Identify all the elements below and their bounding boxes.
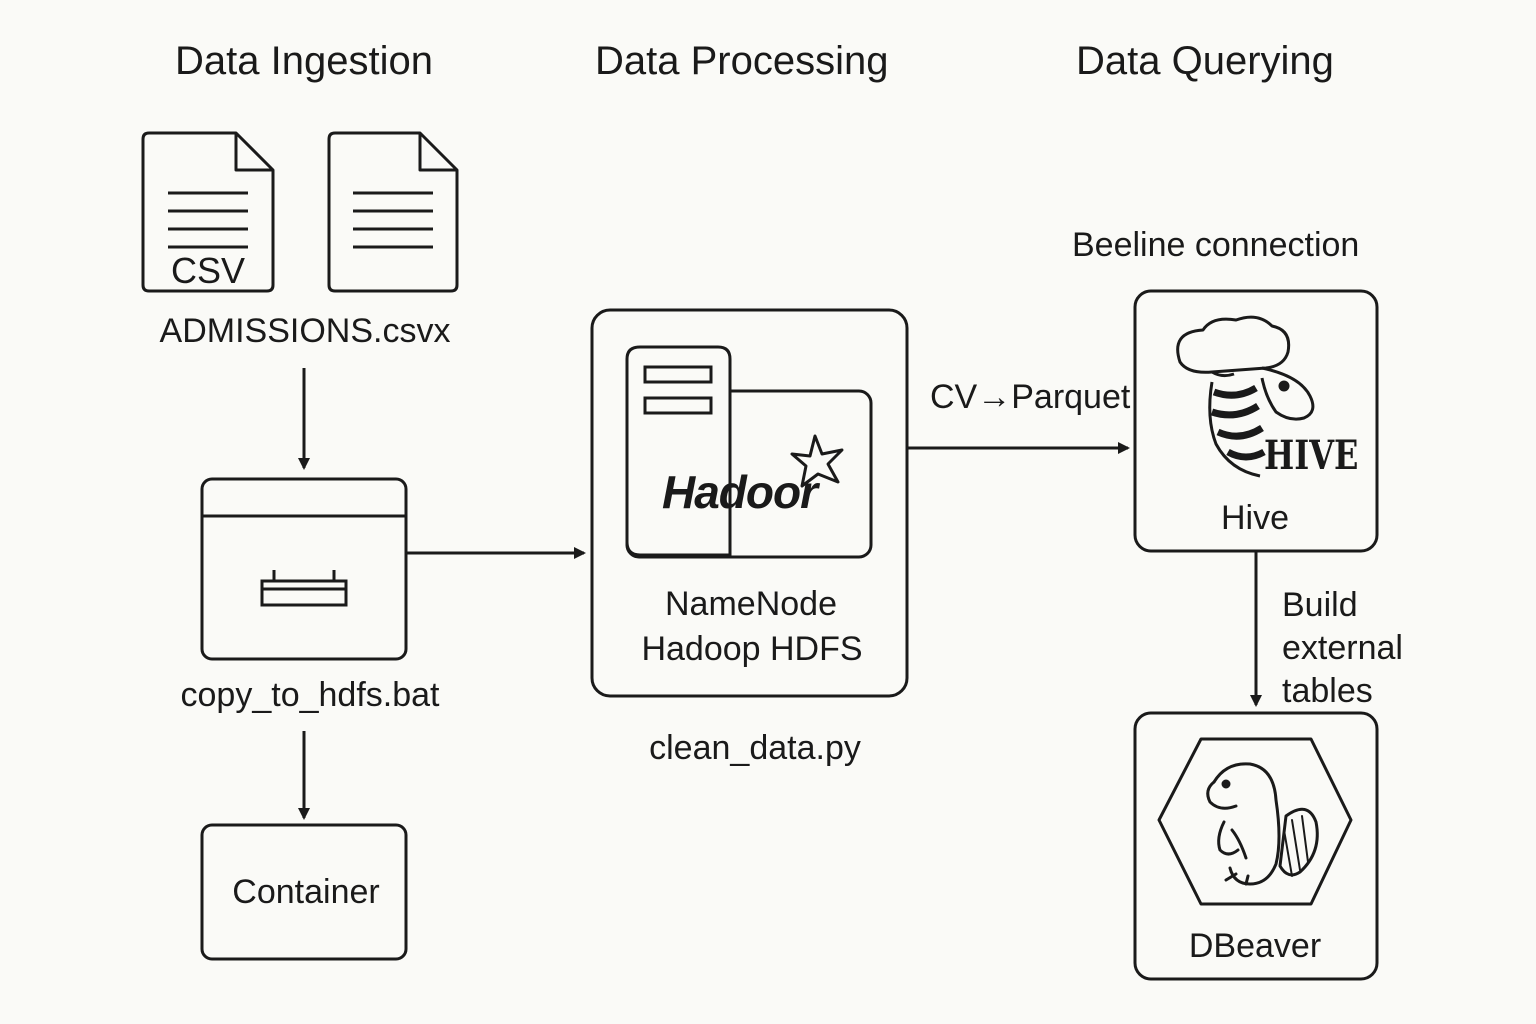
section-title-querying: Data Querying (1076, 39, 1334, 83)
dbeaver-hexagon-icon (1157, 737, 1353, 906)
hive-bee-logo-icon (1176, 315, 1315, 478)
beaver-icon (1206, 762, 1319, 886)
container-label: Container (232, 873, 380, 911)
beeline-connection-label: Beeline connection (1072, 226, 1360, 264)
build-tables-label-line2: external (1282, 629, 1403, 667)
namenode-label: NameNode (665, 585, 837, 623)
hdfs-label: Hadoop HDFS (641, 630, 863, 668)
hive-logo-text: HIVE (1264, 432, 1359, 479)
hadoop-logo-text: Hadoor (662, 466, 818, 518)
server-icon (625, 345, 873, 559)
script-label: copy_to_hdfs.bat (180, 676, 440, 714)
dbeaver-label: DBeaver (1188, 927, 1322, 965)
toolbox-icon (260, 570, 348, 607)
clean-script-label: clean_data.py (649, 729, 861, 767)
csv-file-icon (141, 131, 275, 293)
script-window-box (200, 477, 408, 661)
star-icon (790, 434, 844, 488)
build-tables-label-line1: Build (1282, 586, 1358, 624)
csv-icon-label: CSV (171, 250, 246, 291)
hive-label: Hive (1220, 499, 1290, 537)
build-tables-label-line3: tables (1282, 672, 1373, 710)
conversion-edge-label: CV→Parquet (930, 378, 1131, 416)
container-box (200, 823, 408, 961)
section-title-ingestion: Data Ingestion (175, 39, 433, 83)
file-label: ADMISSIONS.csvx (159, 312, 451, 350)
document-icon (327, 131, 459, 293)
section-title-processing: Data Processing (595, 39, 889, 83)
dbeaver-box (1133, 711, 1379, 981)
